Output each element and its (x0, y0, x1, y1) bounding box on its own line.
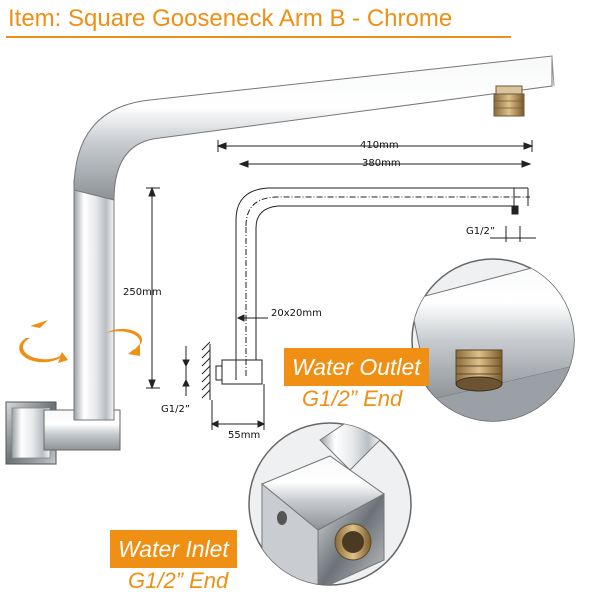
outlet-detail (411, 258, 575, 422)
rotate-arrow-icon (19, 320, 143, 363)
inlet-thread-label: G1/2” (161, 404, 191, 415)
inlet-detail (248, 422, 412, 586)
water-inlet-spec: G1/2” End (128, 568, 229, 593)
water-inlet-tag: Water Inlet (110, 530, 237, 568)
product-title: Item: Square Gooseneck Arm B - Chrome (8, 5, 453, 32)
base-depth-label: 55mm (228, 430, 261, 441)
title-underline (6, 36, 511, 38)
overall-length-label: 410mm (360, 140, 399, 151)
outlet-thread-label: G1/2” (466, 226, 496, 237)
technical-drawing (146, 140, 536, 430)
gooseneck-arm (5, 55, 555, 465)
water-outlet-spec: G1/2” End (302, 386, 403, 411)
height-label: 250mm (123, 287, 162, 298)
arm-section-label: 20x20mm (271, 308, 322, 319)
water-outlet-tag: Water Outlet (284, 348, 429, 386)
reach-label: 380mm (362, 158, 401, 169)
